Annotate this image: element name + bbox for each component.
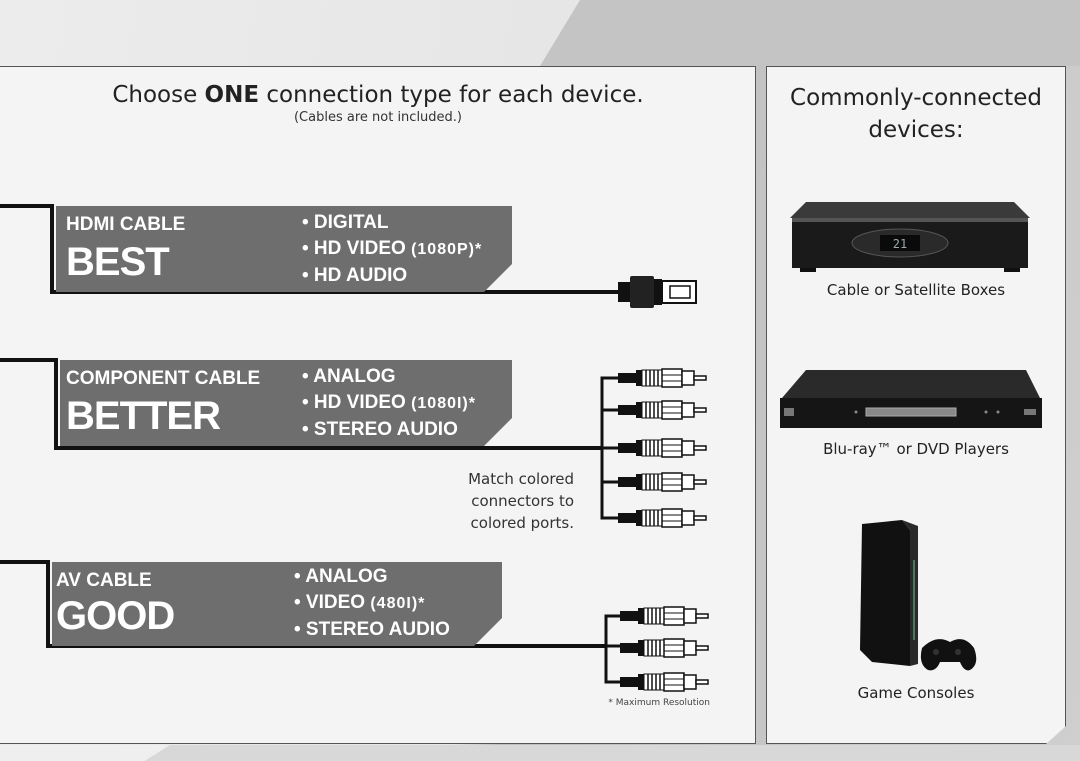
tier-good-box: AV CABLE GOOD • ANALOG • VIDEO (480I)* •… xyxy=(52,562,502,646)
device-caption-cable-box: Cable or Satellite Boxes xyxy=(826,281,1006,299)
feature-item: • ANALOG xyxy=(294,566,388,587)
tier-better-box: COMPONENT CABLE BETTER • ANALOG • HD VID… xyxy=(60,360,512,446)
rca-plug-icon xyxy=(619,638,709,658)
background-stripe xyxy=(540,0,1080,66)
rca-plug-icon xyxy=(617,508,707,528)
feature-item: • HD VIDEO (1080I)* xyxy=(302,392,476,413)
rca-plug-icon xyxy=(617,438,707,458)
devices-title-line2: devices: xyxy=(868,117,964,143)
match-connectors-note: Match colored connectors to colored port… xyxy=(468,470,574,532)
blu-ray-player-icon xyxy=(780,370,1042,428)
tier-features: • ANALOG • VIDEO (480I)* • STEREO AUDIO xyxy=(294,564,450,643)
tier-cable-name: HDMI CABLE xyxy=(66,214,186,235)
component-wire xyxy=(0,358,620,520)
rca-plug-icon xyxy=(619,672,709,692)
background-bottom-accent xyxy=(0,745,170,761)
panel-subtitle: (Cables are not included.) xyxy=(293,110,463,125)
feature-item: • STEREO AUDIO xyxy=(294,619,450,640)
tier-features: • ANALOG • HD VIDEO (1080I)* • STEREO AU… xyxy=(302,364,476,443)
resolution-footnote: * Maximum Resolution xyxy=(608,698,710,708)
title-prefix: Choose xyxy=(112,82,198,108)
hdmi-connector-icon xyxy=(618,276,697,308)
tier-cable-name: COMPONENT CABLE xyxy=(66,368,261,389)
panel-title: Choose ONE connection type for each devi… xyxy=(0,82,756,108)
rca-plug-icon xyxy=(617,368,707,388)
title-suffix: connection type for each device. xyxy=(266,82,644,108)
feature-item: • VIDEO (480I)* xyxy=(294,592,426,613)
feature-item: • DIGITAL xyxy=(302,212,389,233)
tier-cable-name: AV CABLE xyxy=(56,570,152,591)
tier-rank: BEST xyxy=(66,240,169,284)
feature-item: • ANALOG xyxy=(302,366,396,387)
tier-rank: BETTER xyxy=(66,394,220,438)
tier-rank: GOOD xyxy=(56,594,175,638)
feature-item: • HD VIDEO (1080P)* xyxy=(302,238,483,259)
rca-plug-icon xyxy=(619,606,709,626)
feature-item: • STEREO AUDIO xyxy=(302,419,458,440)
set-top-box-icon: 21 xyxy=(790,202,1030,272)
game-console-icon xyxy=(860,520,977,671)
rca-plug-icon xyxy=(617,472,707,492)
svg-text:21: 21 xyxy=(893,237,907,251)
rca-plug-icon xyxy=(617,400,707,420)
tier-features: • DIGITAL • HD VIDEO (1080P)* • HD AUDIO xyxy=(302,210,482,289)
feature-item: • HD AUDIO xyxy=(302,265,408,286)
device-caption-game-console: Game Consoles xyxy=(857,684,975,702)
title-emphasis: ONE xyxy=(204,82,260,108)
hdmi-wire xyxy=(0,204,620,294)
tier-best-box: HDMI CABLE BEST • DIGITAL • HD VIDEO (10… xyxy=(56,206,512,292)
devices-title: Commonly-connected devices: xyxy=(770,82,1062,146)
devices-title-line1: Commonly-connected xyxy=(790,85,1042,111)
device-caption-blu-ray: Blu-ray™ or DVD Players xyxy=(823,440,1009,458)
av-wire xyxy=(0,560,622,684)
background-bottom xyxy=(0,745,1080,761)
